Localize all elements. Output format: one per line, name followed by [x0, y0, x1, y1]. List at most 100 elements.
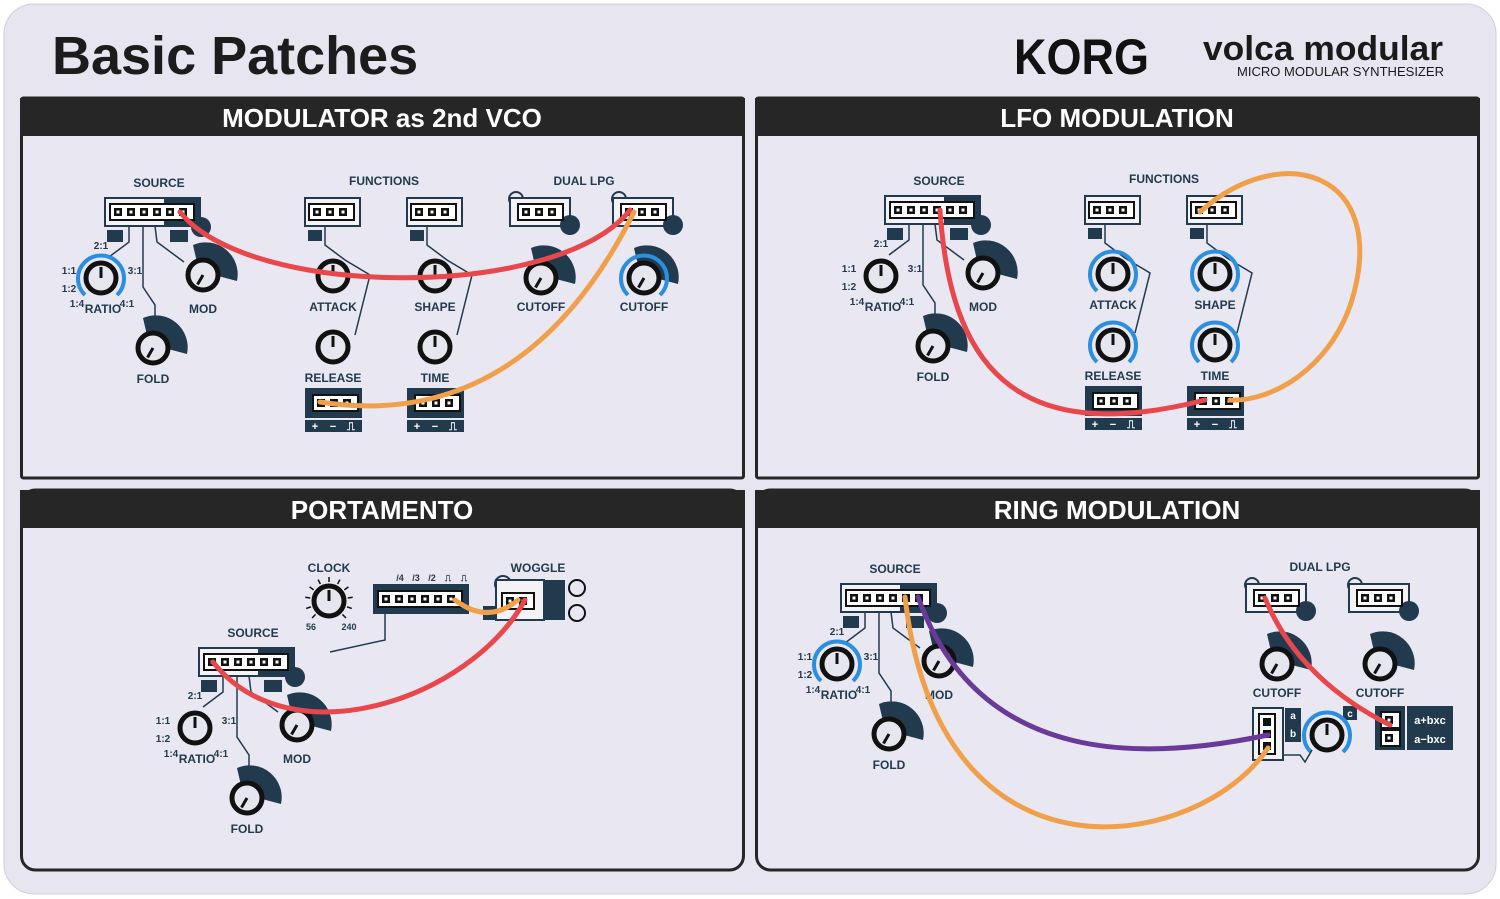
- ratio-label: RATIO: [85, 302, 121, 316]
- cable-red-source-to-woggle[interactable]: [210, 597, 528, 715]
- function-input-jacks[interactable]: [1190, 201, 1237, 219]
- source-jacks[interactable]: [109, 203, 195, 221]
- output-symbol: ⎍: [346, 421, 355, 433]
- ringmod-b-label: b: [1290, 729, 1296, 740]
- ringmod-out1-label: a+bxc: [1414, 715, 1446, 727]
- attack-knob[interactable]: [1088, 249, 1138, 293]
- cable-orange-woggle-link[interactable]: [452, 597, 521, 615]
- release-knob[interactable]: [1088, 320, 1138, 364]
- ringmod-out-jack-2[interactable]: [1380, 729, 1401, 747]
- source-jacks[interactable]: [889, 201, 975, 219]
- output-symbol: −: [330, 421, 336, 433]
- cutoff-label: CUTOFF: [620, 300, 668, 314]
- knob-pointer: [146, 347, 155, 359]
- mod-knob[interactable]: [965, 240, 1018, 291]
- knob-pointer: [290, 724, 299, 736]
- mod-knob[interactable]: [185, 242, 238, 293]
- panel-header: [20, 98, 745, 136]
- time-knob[interactable]: [1190, 320, 1240, 364]
- knob-pointer: [240, 797, 249, 809]
- source-label: SOURCE: [869, 562, 920, 576]
- lpg-jacks[interactable]: [517, 203, 564, 221]
- ratio-knob[interactable]: [76, 253, 126, 297]
- function-output-jacks[interactable]: [1092, 392, 1139, 410]
- ratio-knob[interactable]: [812, 639, 862, 683]
- ratio-knob[interactable]: [177, 710, 213, 746]
- blue-arc-indicator: [812, 639, 862, 683]
- attack-label: ATTACK: [309, 300, 357, 314]
- source-label: SOURCE: [133, 176, 184, 190]
- cutoff-knob[interactable]: [619, 245, 679, 297]
- clock-knob[interactable]: [311, 583, 347, 619]
- output-symbol: −: [1110, 419, 1116, 431]
- cable-red-lpg-to-ringmod-out[interactable]: [1262, 595, 1393, 728]
- clock-division: ⎍: [445, 573, 452, 583]
- ratio-mark: 1:2: [62, 284, 77, 295]
- ratio-mark: 1:1: [156, 716, 171, 727]
- lpg-jacks[interactable]: [1356, 589, 1403, 607]
- ratio-mark: 3:1: [128, 266, 143, 277]
- cable-purple-source-to-ringmod-a[interactable]: [915, 594, 1271, 752]
- clock-jacks[interactable]: [377, 590, 463, 608]
- cutoff-knob[interactable]: [1362, 631, 1415, 682]
- ratio-mark: 4:1: [856, 685, 871, 696]
- knob-pointer: [932, 660, 941, 672]
- attack-label: ATTACK: [1089, 298, 1137, 312]
- functions-label: FUNCTIONS: [349, 174, 419, 188]
- pulse-wave-icon: [843, 616, 859, 628]
- ratio-mark: 1:2: [842, 282, 857, 293]
- ringmod-c-knob[interactable]: [1302, 710, 1352, 754]
- ratio-knob[interactable]: [863, 258, 899, 294]
- blue-arc-indicator: [1190, 320, 1240, 364]
- woggle-wave-icons: [545, 580, 565, 620]
- brand-logo: KORG: [1014, 29, 1149, 85]
- cable-red-source-to-time[interactable]: [937, 207, 1208, 417]
- fold-label: FOLD: [873, 758, 906, 772]
- time-knob[interactable]: [417, 329, 453, 365]
- knob-pointer: [882, 733, 891, 745]
- mod-label: MOD: [969, 300, 997, 314]
- output-symbol: ⎍: [448, 421, 457, 433]
- clock-division: /3: [412, 573, 420, 583]
- woggle-led: [568, 604, 586, 622]
- time-label: TIME: [1201, 369, 1230, 383]
- functions-label: FUNCTIONS: [1129, 172, 1199, 186]
- blue-arc-indicator: [1088, 320, 1138, 364]
- cable-red-source-to-lpg[interactable]: [177, 207, 633, 281]
- cable-orange-shape-loop[interactable]: [1197, 171, 1363, 403]
- patch-jack[interactable]: [1263, 718, 1271, 726]
- knob-pointer: [976, 272, 985, 284]
- cable-orange-lpg-to-release[interactable]: [317, 209, 637, 409]
- sine-wave-icon: [264, 680, 282, 692]
- ratio-mark: 1:2: [156, 734, 171, 745]
- function-input-jacks[interactable]: [308, 203, 355, 221]
- ratio-mark: 2:1: [188, 691, 203, 702]
- clock-min: 56: [306, 622, 316, 632]
- cutoff-knob[interactable]: [523, 245, 576, 296]
- ratio-mark: 1:1: [842, 264, 857, 275]
- fold-knob[interactable]: [135, 315, 188, 366]
- shape-knob[interactable]: [1190, 249, 1240, 293]
- fold-knob[interactable]: [915, 313, 968, 364]
- panel-title: RING MODULATION: [994, 495, 1241, 525]
- pulse-wave-icon: [887, 228, 903, 240]
- cable-orange-source-to-ringmod-b[interactable]: [902, 594, 1271, 830]
- knob-pointer: [196, 274, 205, 286]
- release-knob[interactable]: [315, 329, 351, 365]
- function-input-jacks[interactable]: [1088, 201, 1135, 219]
- mod-label: MOD: [189, 302, 217, 316]
- lpg-jacks[interactable]: [1253, 589, 1300, 607]
- function-input-jacks[interactable]: [410, 203, 457, 221]
- fold-knob[interactable]: [871, 701, 924, 752]
- gate-icon: [410, 230, 424, 241]
- ringmod-c-label: c: [1347, 709, 1353, 720]
- knob-pointer: [534, 277, 543, 289]
- mod-label: MOD: [283, 752, 311, 766]
- fold-knob[interactable]: [229, 765, 282, 816]
- ratio-mark: 1:1: [798, 652, 813, 663]
